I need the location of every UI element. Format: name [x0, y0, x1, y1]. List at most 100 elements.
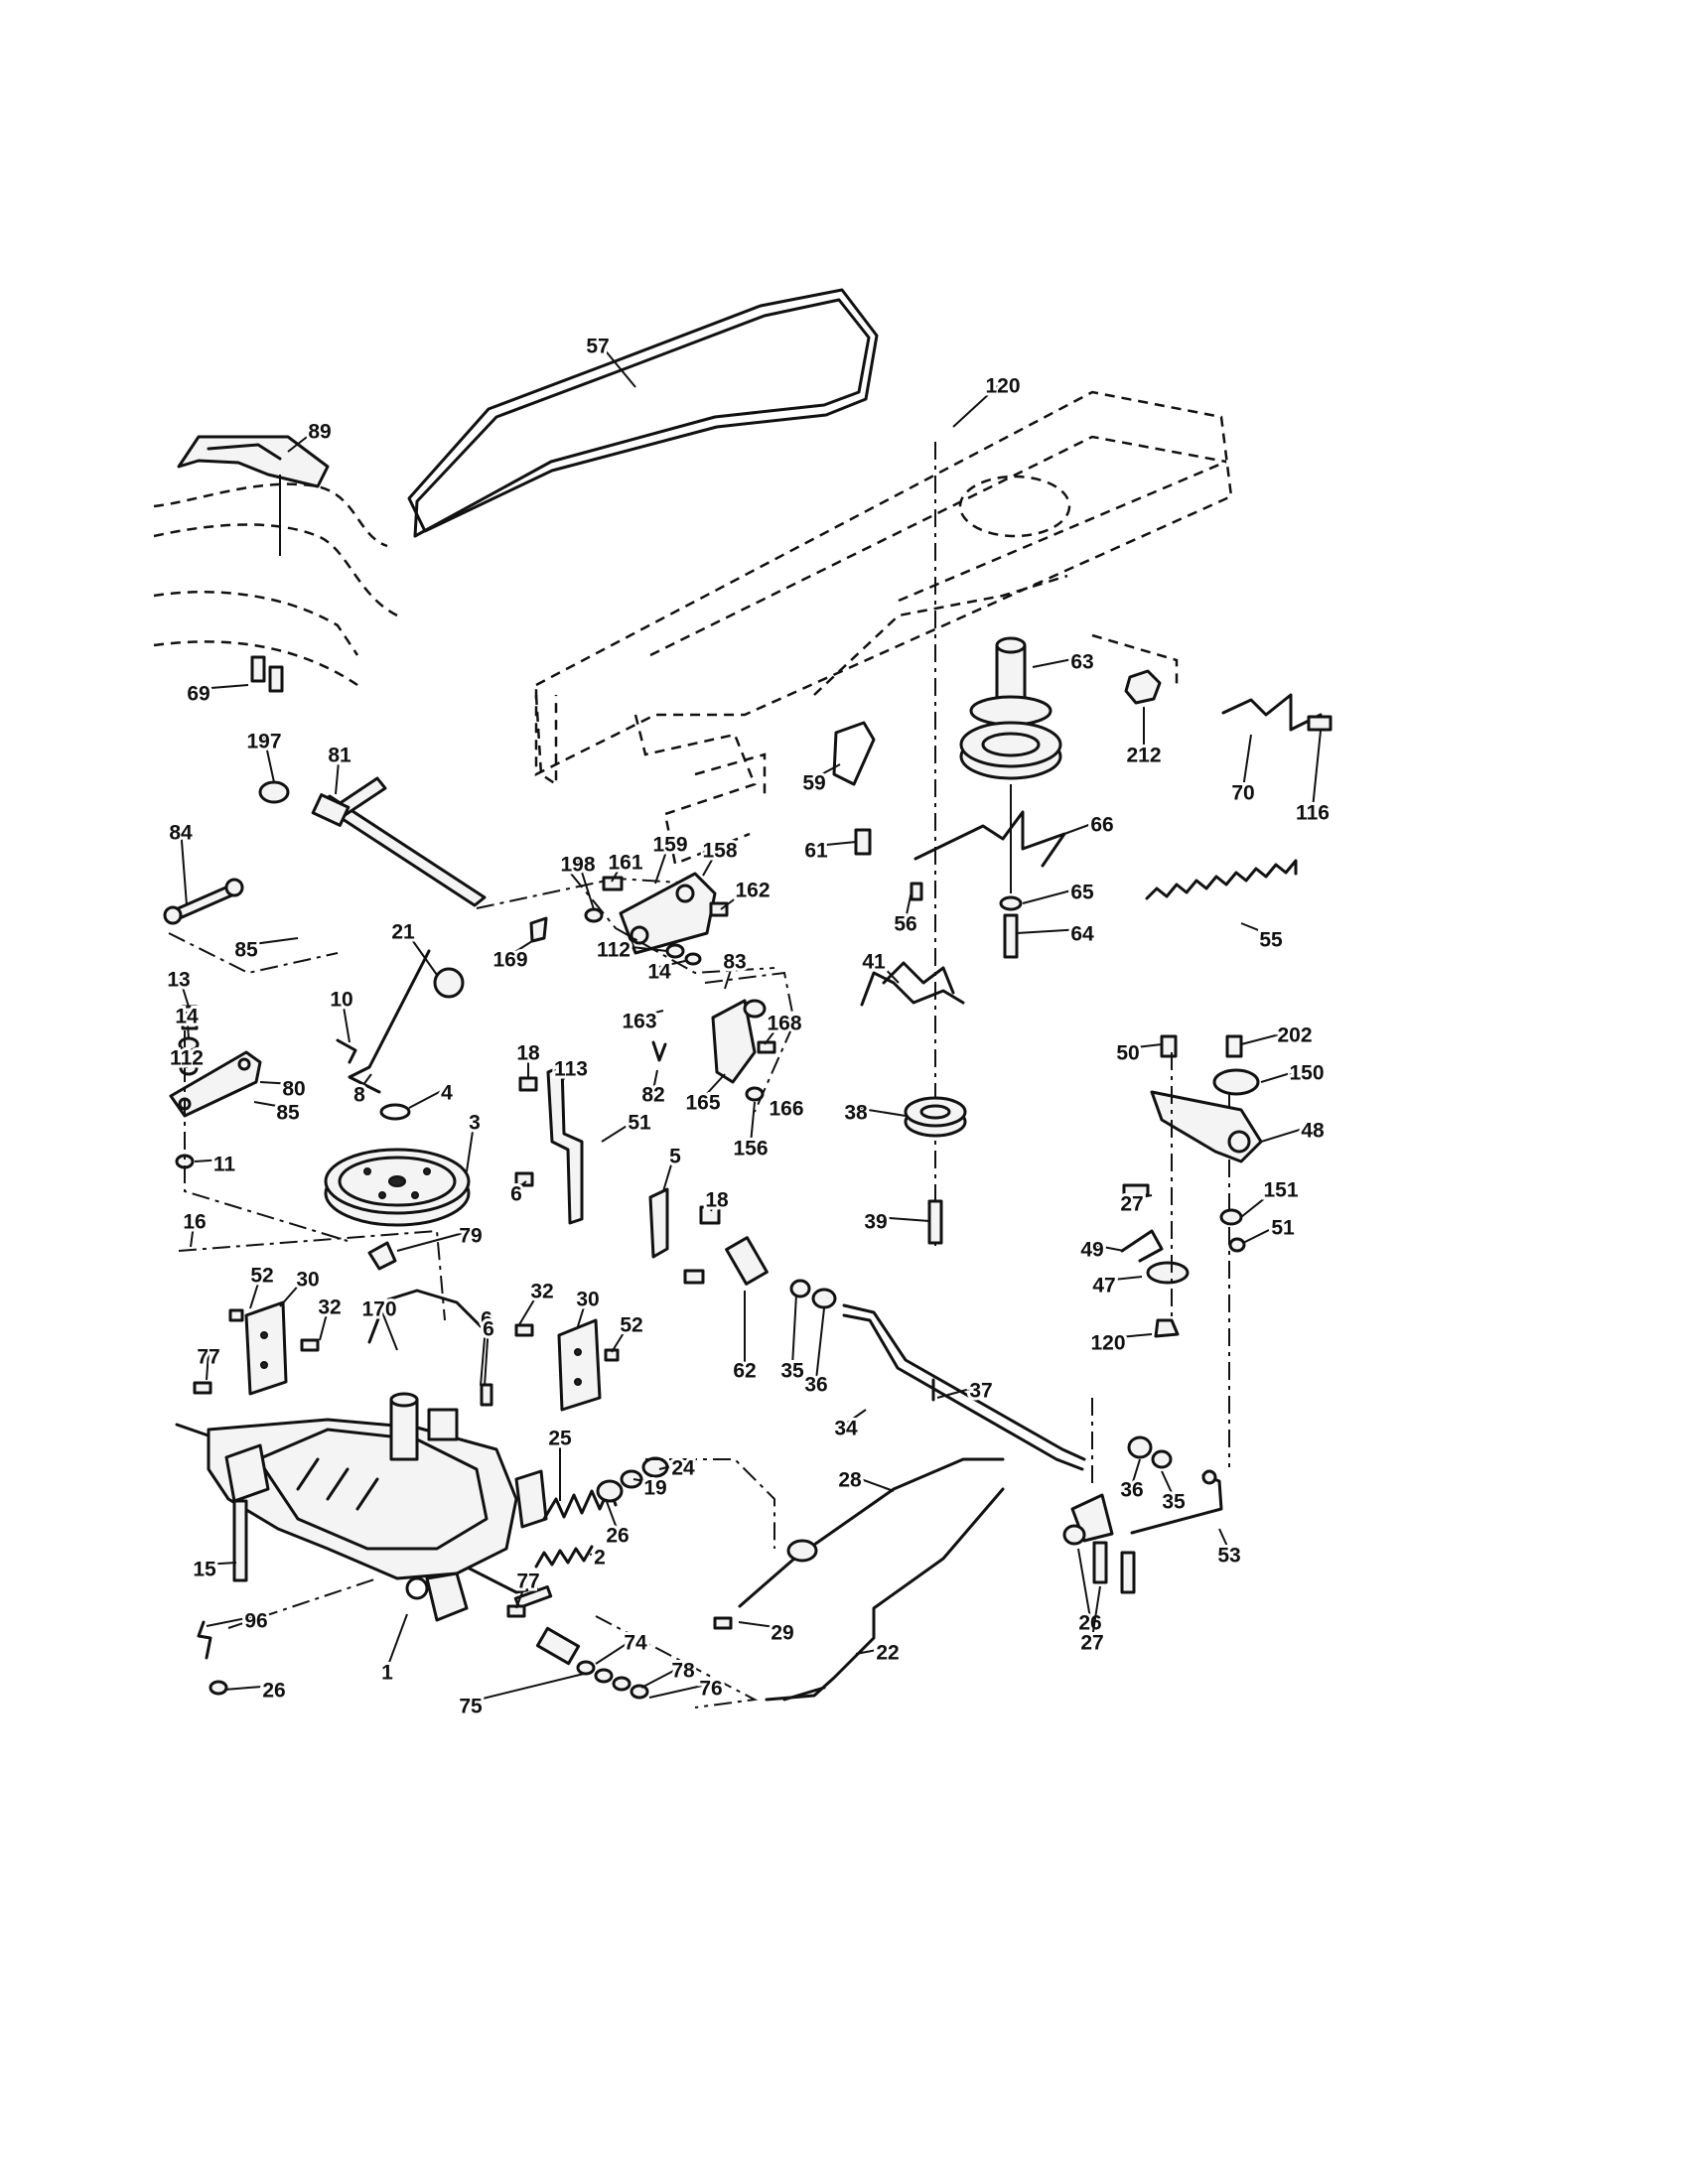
idler-pulleys [882, 882, 1023, 1245]
leader-line [873, 956, 900, 984]
callout-38: 38 [841, 1099, 907, 1128]
leader-line [480, 1313, 488, 1387]
callout-198: 198 [557, 851, 599, 910]
callout-number: 22 [876, 1642, 899, 1665]
callout-96: 96 [206, 1607, 271, 1636]
callout-30: 30 [279, 1266, 323, 1307]
callout-number: 3 [469, 1112, 481, 1135]
transmission-mounts [178, 1229, 620, 1412]
callout-number: 6 [483, 1318, 494, 1341]
leader-line [1242, 734, 1252, 789]
callout-number: 81 [328, 745, 351, 767]
callout-159: 159 [649, 831, 691, 885]
callout-number: 24 [671, 1457, 695, 1480]
callout-number: 52 [250, 1265, 273, 1288]
callout-6: 6 [480, 1315, 497, 1387]
callout-156: 156 [730, 1101, 772, 1163]
leader-line [408, 1087, 448, 1109]
leader-line [358, 1073, 372, 1091]
callout-number: 26 [606, 1525, 629, 1548]
callout-53: 53 [1214, 1528, 1244, 1570]
leader-line [1242, 1222, 1284, 1244]
callout-number: 13 [167, 969, 190, 992]
callout-number: 48 [1301, 1120, 1325, 1143]
callout-number: 198 [560, 854, 595, 877]
callout-number: 161 [608, 852, 642, 875]
callout-number: 163 [622, 1011, 656, 1033]
leader-line [1091, 1585, 1101, 1639]
callout-10: 10 [327, 986, 356, 1043]
leader-line [724, 956, 736, 990]
callout-number: 170 [361, 1298, 396, 1321]
leader-line [470, 1673, 585, 1703]
leader-line [206, 1351, 210, 1381]
leader-line [386, 1613, 408, 1669]
callout-number: 80 [282, 1078, 305, 1101]
callout-51: 51 [1242, 1214, 1298, 1244]
leader-line [517, 1286, 543, 1327]
control-rods [713, 1092, 1230, 1702]
drive-belt [407, 288, 879, 538]
leader-line [1260, 1125, 1314, 1143]
callout-13: 13 [164, 966, 194, 1008]
callout-48: 48 [1260, 1117, 1328, 1146]
callout-number: 21 [391, 921, 415, 944]
callout-50: 50 [1113, 1039, 1163, 1068]
callout-6: 6 [507, 1180, 527, 1209]
leader-line [287, 426, 321, 453]
leader-line [815, 1307, 825, 1381]
leader-line [702, 1073, 726, 1099]
callout-24: 24 [658, 1454, 698, 1483]
leader-line [194, 1159, 225, 1162]
callout-26: 26 [1075, 1548, 1105, 1638]
callout-number: 75 [459, 1696, 483, 1718]
callout-16: 16 [180, 1208, 210, 1248]
callout-number: 19 [643, 1477, 666, 1500]
callout-21: 21 [388, 918, 438, 976]
callout-47: 47 [1089, 1272, 1143, 1300]
callout-number: 57 [586, 336, 609, 358]
callout-number: 158 [702, 840, 737, 863]
leader-line [785, 1103, 793, 1109]
leader-line [259, 1081, 295, 1085]
callout-2: 2 [589, 1544, 609, 1572]
leader-line [206, 1615, 257, 1627]
bolt [1307, 715, 1333, 732]
leader-line [484, 1323, 490, 1387]
callout-112: 112 [167, 1044, 207, 1073]
clutch-springs [534, 1456, 775, 1569]
leader-line [204, 1562, 237, 1566]
leader-line [178, 974, 190, 1008]
parts-artwork [153, 288, 1333, 1708]
callout-168: 168 [764, 1010, 805, 1045]
transmission-pulley [324, 1103, 471, 1271]
callout-162: 162 [720, 877, 773, 910]
callout-212: 212 [1123, 707, 1165, 770]
callout-number: 27 [1080, 1632, 1103, 1655]
leader-line [1032, 656, 1083, 668]
callout-number: 61 [804, 840, 828, 863]
leader-line [640, 1665, 684, 1689]
callout-76: 76 [648, 1675, 726, 1704]
callout-number: 120 [985, 375, 1020, 398]
leader-line [396, 1230, 472, 1252]
leader-line [509, 940, 533, 956]
callout-number: 51 [628, 1112, 651, 1135]
callout-number: 6 [481, 1308, 492, 1331]
leader-line [249, 1270, 263, 1309]
callout-number: 39 [864, 1211, 887, 1234]
callout-number: 84 [169, 822, 193, 845]
callout-number: 74 [624, 1632, 647, 1655]
callout-84: 84 [166, 819, 196, 906]
callout-number: 64 [1070, 923, 1094, 946]
callout-number: 96 [244, 1610, 267, 1633]
leader-line [813, 763, 841, 779]
callout-number: 166 [769, 1098, 803, 1121]
callout-number: 5 [669, 1146, 681, 1168]
leader-line [662, 1151, 676, 1192]
callout-number: 56 [894, 913, 916, 936]
callout-number: 30 [296, 1269, 319, 1292]
leader-line [515, 1575, 529, 1609]
callout-number: 25 [548, 1428, 572, 1450]
